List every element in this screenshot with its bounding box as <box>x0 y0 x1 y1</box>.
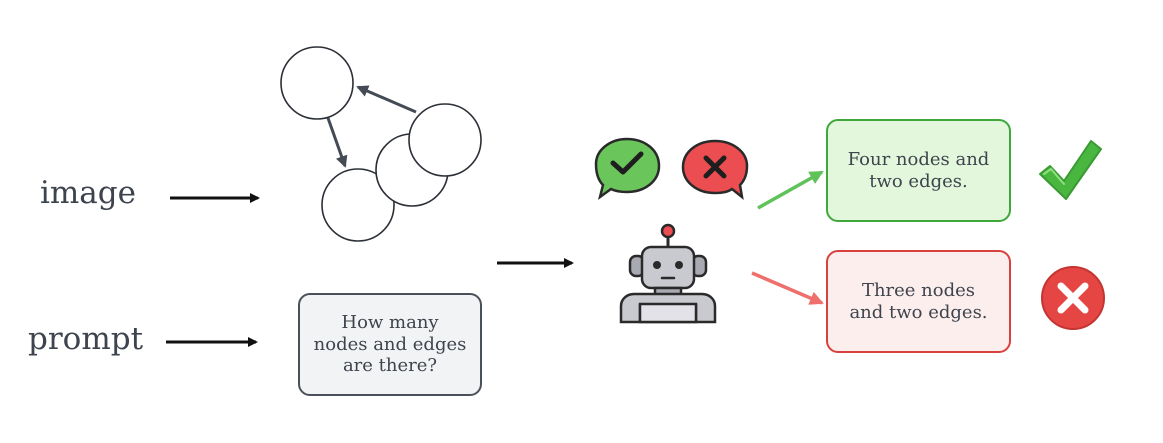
prompt-box: How many nodes and edges are there? <box>298 293 482 396</box>
graph-edge-1 <box>356 85 417 114</box>
correct-answer-box: Four nodes and two edges. <box>826 119 1011 222</box>
prompt-text: How many nodes and edges are there? <box>313 311 467 377</box>
prompt-input-label: prompt <box>28 321 144 357</box>
image-input-label: image <box>40 175 136 211</box>
graph-image <box>280 46 482 242</box>
correct-answer-text: Four nodes and two edges. <box>847 148 990 192</box>
graph-edge-2 <box>326 117 348 168</box>
robot-icon <box>619 223 717 324</box>
check-speech-bubble-icon <box>594 137 661 201</box>
wrong-answer-box: Three nodes and two edges. <box>826 250 1011 353</box>
graph-node-2 <box>321 168 395 242</box>
graph-node-1 <box>280 46 354 120</box>
green-checkmark-icon <box>1039 140 1102 200</box>
graph-node-4 <box>408 103 482 177</box>
correct-output-arrow <box>757 170 824 210</box>
x-speech-bubble-icon <box>681 139 749 201</box>
wrong-output-arrow <box>751 271 824 305</box>
red-x-circle-icon <box>1041 266 1105 330</box>
wrong-answer-text: Three nodes and two edges. <box>849 279 988 323</box>
